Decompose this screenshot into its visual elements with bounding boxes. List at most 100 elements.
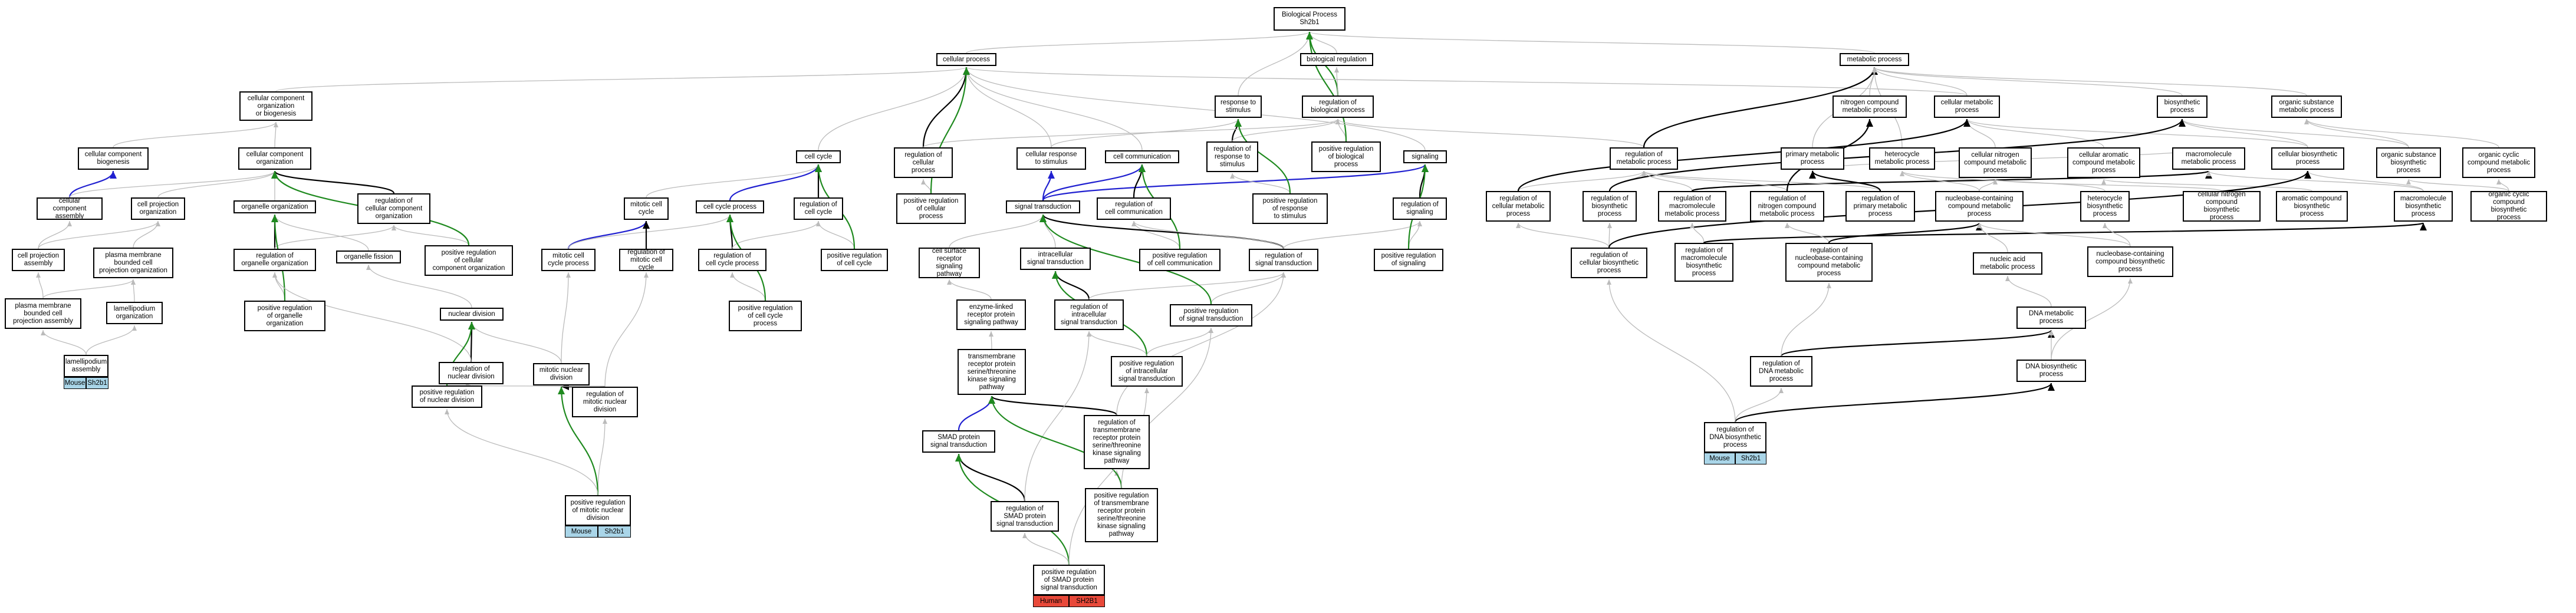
edge-nbcmp-to-hmp <box>1900 170 1980 192</box>
go-term-prrts[interactable]: positive regulation of response to stimu… <box>1252 193 1328 224</box>
go-term-rmp[interactable]: regulation of metabolic process <box>1610 147 1678 170</box>
go-term-rcco[interactable]: regulation of cellular component organiz… <box>357 193 430 224</box>
go-term-pcccp[interactable]: positive regulation of cell cycle proces… <box>729 301 802 331</box>
go-term-csrsp[interactable]: cell surface receptor signaling pathway <box>919 248 980 278</box>
go-term-rccp[interactable]: regulation of cell cycle process <box>698 249 766 271</box>
go-term-cco[interactable]: cellular component organization <box>238 147 311 170</box>
go-term-rcc[interactable]: regulation of cell cycle <box>794 197 843 220</box>
go-term-rtmrp[interactable]: regulation of transmembrane receptor pro… <box>1084 415 1150 469</box>
go-term-osmp[interactable]: organic substance metabolic process <box>2271 95 2342 118</box>
go-term-nd[interactable]: nuclear division <box>440 308 504 321</box>
go-term-rnd[interactable]: regulation of nuclear division <box>439 362 504 384</box>
go-term-ist[interactable]: intracellular signal transduction <box>1020 248 1091 270</box>
go-term-rbp[interactable]: regulation of biological process <box>1302 95 1374 118</box>
go-term-prcco[interactable]: positive regulation of cellular componen… <box>425 245 513 276</box>
go-term-cp[interactable]: cellular process <box>936 53 996 66</box>
go-term-prnd[interactable]: positive regulation of nuclear division <box>412 385 482 408</box>
go-term-bsp[interactable]: biosynthetic process <box>2157 95 2207 118</box>
go-term-prccomm[interactable]: positive regulation of cell communicatio… <box>1139 249 1220 271</box>
go-term-camp[interactable]: cellular aromatic compound metabolic pro… <box>2067 147 2140 178</box>
go-term-smad[interactable]: SMAD protein signal transduction <box>922 430 995 453</box>
go-term-rcbp[interactable]: regulation of cellular biosynthetic proc… <box>1571 248 1647 278</box>
edge-rncmp-to-rmp <box>1641 170 1788 192</box>
go-term-occmp[interactable]: organic cyclic compound metabolic proces… <box>2462 147 2535 178</box>
go-term-rncmp[interactable]: regulation of nitrogen compound metaboli… <box>1750 191 1824 222</box>
go-term-prtmrp[interactable]: positive regulation of transmembrane rec… <box>1085 488 1158 542</box>
go-term-cncmp[interactable]: cellular nitrogen compound metabolic pro… <box>1959 147 2032 178</box>
go-term-roo[interactable]: regulation of organelle organization <box>233 249 316 271</box>
go-term-rmcc[interactable]: regulation of mitotic cell cycle <box>619 249 673 271</box>
go-term-dnamp[interactable]: DNA metabolic process <box>2016 306 2086 329</box>
go-term-ccp[interactable]: cell cycle process <box>696 200 764 213</box>
go-term-rsmad[interactable]: regulation of SMAD protein signal transd… <box>991 501 1059 532</box>
go-term-prbp[interactable]: positive regulation of biological proces… <box>1311 141 1381 172</box>
go-term-label: biological regulation <box>1307 55 1367 63</box>
go-term-cc[interactable]: cell cycle <box>796 150 841 163</box>
go-term-rsig[interactable]: regulation of signaling <box>1393 197 1447 220</box>
go-term-lo[interactable]: lamellipodium organization <box>106 302 163 324</box>
go-term-pmp[interactable]: primary metabolic process <box>1781 147 1844 170</box>
go-term-rcmp[interactable]: regulation of cellular metabolic process <box>1486 191 1551 222</box>
go-term-dnabp[interactable]: DNA biosynthetic process <box>2016 360 2086 382</box>
go-term-prsig[interactable]: positive regulation of signaling <box>1374 249 1443 271</box>
go-term-oo[interactable]: organelle organization <box>233 200 316 213</box>
go-term-mp[interactable]: metabolic process <box>1840 53 1909 66</box>
go-term-crts[interactable]: cellular response to stimulus <box>1016 147 1086 170</box>
go-term-prcp[interactable]: positive regulation of cellular process <box>896 193 966 224</box>
go-term-rmbp[interactable]: regulation of macromolecule biosynthetic… <box>1674 243 1733 282</box>
go-term-st[interactable]: signal transduction <box>1006 200 1080 213</box>
go-term-acbp[interactable]: aromatic compound biosynthetic process <box>2276 191 2348 222</box>
go-term-rmnd[interactable]: regulation of mitotic nuclear division <box>572 387 638 417</box>
go-term-nbcbp[interactable]: nucleobase-containing compound biosynthe… <box>2087 246 2173 277</box>
go-term-rcp[interactable]: regulation of cellular process <box>894 147 953 178</box>
go-term-nbcmp[interactable]: nucleobase-containing compound metabolic… <box>1935 191 2024 222</box>
go-term-rnbcmp[interactable]: regulation of nucleobase-containing comp… <box>1785 243 1873 282</box>
go-term-osbp[interactable]: organic substance biosynthetic process <box>2376 147 2441 178</box>
go-term-cpa[interactable]: cell projection assembly <box>12 249 65 271</box>
go-term-ccomm[interactable]: cell communication <box>1105 150 1179 163</box>
go-term-rst[interactable]: regulation of signal transduction <box>1249 249 1318 271</box>
go-term-rbsp[interactable]: regulation of biosynthetic process <box>1583 191 1637 222</box>
go-term-prsmad[interactable]: positive regulation of SMAD protein sign… <box>1033 565 1105 595</box>
go-term-rdnamp[interactable]: regulation of DNA metabolic process <box>1750 356 1812 387</box>
go-term-cmp[interactable]: cellular metabolic process <box>1934 95 2000 118</box>
go-term-mcc[interactable]: mitotic cell cycle <box>624 197 669 220</box>
go-term-breg[interactable]: biological regulation <box>1300 53 1373 66</box>
go-term-prcc[interactable]: positive regulation of cell cycle <box>821 249 888 271</box>
go-term-mbp[interactable]: macromolecule biosynthetic process <box>2394 191 2453 222</box>
go-term-cca[interactable]: cellular component assembly <box>37 197 103 220</box>
go-term-rccomm[interactable]: regulation of cell communication <box>1097 197 1171 220</box>
go-term-tmrpst[interactable]: transmembrane receptor protein serine/th… <box>958 349 1026 395</box>
go-term-hmp[interactable]: heterocycle metabolic process <box>1869 147 1935 170</box>
go-term-rpmp[interactable]: regulation of primary metabolic process <box>1845 191 1915 222</box>
go-term-mnd[interactable]: mitotic nuclear division <box>533 363 590 385</box>
go-term-elrpsp[interactable]: enzyme-linked receptor protein signaling… <box>956 299 1026 330</box>
go-term-hbp[interactable]: heterocycle biosynthetic process <box>2080 191 2130 222</box>
go-term-la[interactable]: lamellipodium assembly <box>64 355 108 377</box>
go-term-of[interactable]: organelle fission <box>336 251 401 263</box>
go-term-proo[interactable]: positive regulation of organelle organiz… <box>244 301 325 331</box>
go-term-pmbcpa[interactable]: plasma membrane bounded cell projection … <box>5 298 81 329</box>
go-term-ccb[interactable]: cellular component biogenesis <box>78 147 149 170</box>
go-term-cpo[interactable]: cell projection organization <box>131 197 185 220</box>
go-term-bp[interactable]: Biological Process Sh2b1 <box>1274 7 1345 31</box>
go-term-ccob[interactable]: cellular component organization or bioge… <box>239 91 312 121</box>
go-term-prist[interactable]: positive regulation of intracellular sig… <box>1111 356 1183 387</box>
go-term-prmnd[interactable]: positive regulation of mitotic nuclear d… <box>565 495 631 526</box>
go-term-pmbcpo[interactable]: plasma membrane bounded cell projection … <box>93 248 173 278</box>
go-term-rist[interactable]: regulation of intracellular signal trans… <box>1054 299 1124 330</box>
go-term-rdnabp[interactable]: regulation of DNA biosynthetic process <box>1704 422 1766 453</box>
go-term-ncmp[interactable]: nitrogen compound metabolic process <box>1833 95 1907 118</box>
go-term-rmmp[interactable]: regulation of macromolecule metabolic pr… <box>1658 191 1726 222</box>
go-term-cbp[interactable]: cellular biosynthetic process <box>2271 147 2344 170</box>
go-term-mmp[interactable]: macromolecule metabolic process <box>2172 147 2245 170</box>
go-term-occbp[interactable]: organic cyclic compound biosynthetic pro… <box>2470 191 2547 222</box>
go-term-rrts[interactable]: regulation of response to stimulus <box>1206 141 1258 172</box>
edge-occbp-to-osbp <box>2406 179 2509 192</box>
go-term-prst[interactable]: positive regulation of signal transducti… <box>1170 304 1252 327</box>
go-term-rts[interactable]: response to stimulus <box>1215 95 1262 118</box>
go-term-sig[interactable]: signaling <box>1403 150 1447 163</box>
go-term-namp[interactable]: nucleic acid metabolic process <box>1973 252 2042 275</box>
go-term-cncbp[interactable]: cellular nitrogen compound biosynthetic … <box>2183 191 2261 222</box>
go-term-mccp[interactable]: mitotic cell cycle process <box>541 249 596 271</box>
